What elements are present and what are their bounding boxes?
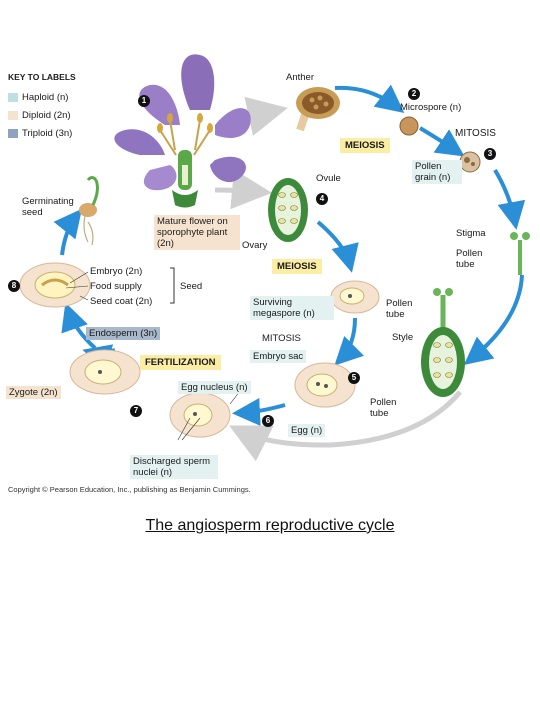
label-egg-nucleus: Egg nucleus (n) [178, 381, 251, 394]
step-4: 4 [316, 193, 328, 205]
label-stigma: Stigma [456, 228, 486, 239]
arrow-pollen-to-stigma [493, 168, 526, 230]
label-ovary: Ovary [242, 240, 268, 251]
key-diploid: Diploid (2n) [8, 110, 71, 121]
key-title: KEY TO LABELS [8, 72, 76, 82]
label-pollen-tube-2: Pollen tube [386, 298, 413, 320]
ovary-illustration [268, 178, 308, 242]
stigma-illustration [510, 232, 530, 275]
pistil-illustration [421, 288, 465, 397]
label-meiosis-mid: MEIOSIS [272, 259, 322, 274]
seed-bracket [170, 267, 175, 304]
flower-illustration [114, 54, 251, 208]
triploid-swatch [8, 129, 18, 138]
label-surviving-megaspore: Surviving megaspore (n) [250, 296, 334, 320]
step-7: 7 [130, 405, 142, 417]
arrow-microspore-to-pollen [418, 126, 465, 157]
key-triploid: Triploid (3n) [8, 128, 72, 139]
fertilization-illustration [169, 392, 231, 438]
cycle-arrows [53, 84, 526, 426]
key-diploid-label: Diploid (2n) [22, 110, 71, 121]
arrow-anther-to-microspore [334, 84, 405, 113]
step-1: 1 [138, 95, 150, 107]
label-meiosis-top: MEIOSIS [340, 138, 390, 153]
label-discharged-sperm: Discharged sperm nuclei (n) [130, 455, 218, 479]
key-haploid: Haploid (n) [8, 92, 68, 103]
label-ovule: Ovule [316, 173, 341, 184]
germinating-seed-illustration [79, 176, 99, 246]
arrow-megaspore-to-embryosac [334, 317, 365, 366]
seed-illustration [19, 262, 91, 308]
label-pollen-tube-1: Pollen tube [456, 248, 483, 270]
megaspore-illustration [330, 280, 380, 314]
label-mature-flower: Mature flower on sporophyte plant (2n) [154, 215, 240, 250]
key-haploid-label: Haploid (n) [22, 92, 69, 103]
label-style: Style [392, 332, 414, 343]
step-5: 5 [348, 372, 360, 384]
label-zygote: Zygote (2n) [6, 386, 61, 399]
key-triploid-label: Triploid (3n) [22, 128, 73, 139]
embryo-sac-illustration [294, 362, 356, 408]
label-fertilization: FERTILIZATION [140, 355, 221, 370]
step-6: 6 [262, 415, 274, 427]
life-cycle-diagram [19, 54, 530, 462]
label-pollen-grain: Pollen grain (n) [412, 160, 462, 184]
figure-caption: The angiosperm reproductive cycle [145, 517, 395, 534]
diploid-swatch [8, 111, 18, 120]
arrow-seed-to-germinating [53, 208, 82, 256]
arrow-fertilization-left [232, 398, 286, 426]
label-seed: Seed [180, 281, 203, 292]
label-mitosis-top: MITOSIS [455, 128, 496, 139]
arrow-stigma-to-style [463, 274, 524, 365]
label-seed-coat: Seed coat (2n) [90, 296, 153, 307]
label-pollen-tube-3: Pollen tube [370, 397, 397, 419]
label-anther: Anther [286, 72, 314, 83]
copyright-notice: Copyright © Pearson Education, Inc., pub… [8, 485, 251, 494]
gray-arrow-return [229, 390, 462, 462]
label-food-supply: Food supply [90, 281, 142, 292]
label-endosperm: Endosperm (3n) [86, 327, 161, 340]
gray-arrow-flower-to-ovule [214, 169, 272, 210]
zygote-illustration [69, 349, 141, 395]
haploid-swatch [8, 93, 18, 102]
anther-illustration [296, 87, 340, 132]
label-embryo: Embryo (2n) [90, 266, 143, 277]
pollen-grain-illustration [459, 151, 481, 173]
step-2: 2 [408, 88, 420, 100]
label-egg: Egg (n) [288, 424, 326, 437]
arrow-ovule-to-meiosis [316, 220, 359, 273]
microspore-illustration [399, 116, 419, 136]
label-microspore: Microspore (n) [400, 102, 462, 113]
label-mitosis-mid: MITOSIS [262, 333, 301, 344]
label-germinating-seed: Germinating seed [22, 196, 74, 218]
step-3: 3 [484, 148, 496, 160]
step-8: 8 [8, 280, 20, 292]
label-embryo-sac: Embryo sac [250, 350, 307, 363]
